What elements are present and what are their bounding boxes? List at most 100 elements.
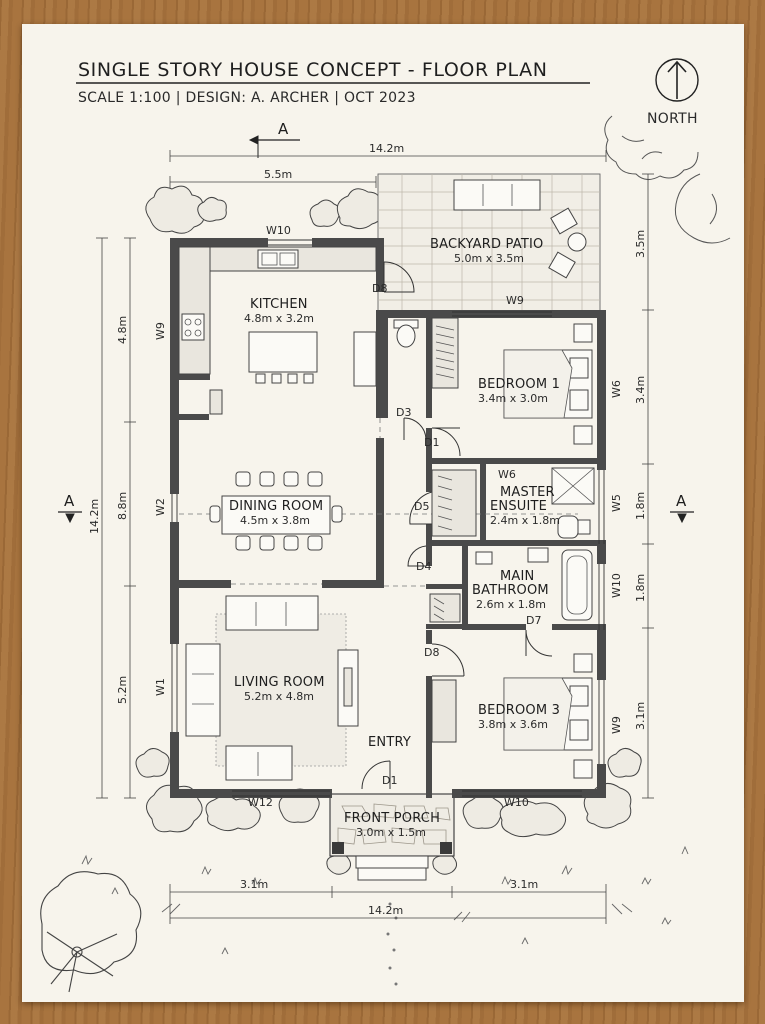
north-arrow-icon bbox=[655, 58, 699, 102]
window-label: W1 bbox=[154, 678, 167, 696]
plan-subtitle: SCALE 1:100 | DESIGN: A. ARCHER | OCT 20… bbox=[78, 90, 416, 106]
kitchen-name: KITCHEN bbox=[250, 297, 308, 312]
living-furniture bbox=[185, 595, 359, 781]
door-label: D1 bbox=[382, 774, 397, 787]
window-label: W2 bbox=[154, 498, 167, 516]
patio-sofa-icon bbox=[453, 179, 541, 211]
kitchen-sink-icon bbox=[257, 249, 299, 269]
bedroom3-furniture bbox=[431, 653, 593, 779]
bedroom1-name: BEDROOM 1 bbox=[478, 377, 560, 392]
entry-label: ENTRY bbox=[368, 735, 411, 750]
dim-right-5: 3.1m bbox=[634, 702, 647, 730]
dim-left-total: 14.2m bbox=[88, 499, 101, 534]
toilet-icon bbox=[475, 551, 493, 565]
dim-top-left: 5.5m bbox=[264, 168, 292, 181]
floor-plan-drawing: SINGLE STORY HOUSE CONCEPT - FLOOR PLAN … bbox=[40, 58, 731, 993]
section-label: A bbox=[64, 492, 75, 510]
door-label: D1 bbox=[424, 436, 439, 449]
ensuite-dims: 2.4m x 1.8m bbox=[490, 514, 560, 527]
porch-name: FRONT PORCH bbox=[344, 811, 440, 826]
dim-left-bot: 5.2m bbox=[116, 676, 129, 704]
tree-top-right-icon bbox=[604, 115, 731, 244]
window-label: W9 bbox=[154, 322, 167, 340]
plan-title: SINGLE STORY HOUSE CONCEPT - FLOOR PLAN bbox=[78, 59, 548, 81]
tree-bottom-left-icon bbox=[40, 871, 142, 993]
bathroom-fixtures bbox=[429, 547, 593, 623]
dim-right-1: 3.5m bbox=[634, 230, 647, 258]
dim-top-total: 14.2m bbox=[369, 142, 404, 155]
dim-right-2: 3.4m bbox=[634, 376, 647, 404]
window-label: W10 bbox=[504, 796, 529, 809]
section-label: A bbox=[676, 492, 687, 510]
patio-dims: 5.0m x 3.5m bbox=[454, 252, 524, 265]
dim-bottom-right: 3.1m bbox=[510, 878, 538, 891]
armchair-icon bbox=[225, 745, 293, 781]
bathroom-name-1: MAIN bbox=[500, 569, 534, 584]
window-label: W5 bbox=[610, 494, 623, 512]
ensuite-name-2: ENSUITE bbox=[490, 499, 547, 514]
window-label: W12 bbox=[248, 796, 273, 809]
wardrobe-icon bbox=[431, 317, 459, 389]
door-label: D3 bbox=[396, 406, 411, 419]
dim-right-3: 1.8m bbox=[634, 492, 647, 520]
ensuite-name-1: MASTER bbox=[500, 485, 555, 500]
door-label: D8 bbox=[424, 646, 439, 659]
window-label: W6 bbox=[498, 468, 516, 481]
door-label: D4 bbox=[416, 560, 431, 573]
dining-dims: 4.5m x 3.8m bbox=[240, 514, 310, 527]
dimension-lines bbox=[96, 150, 654, 924]
window-label: W9 bbox=[610, 716, 623, 734]
dim-bottom-total: 14.2m bbox=[368, 904, 403, 917]
bedroom1-dims: 3.4m x 3.0m bbox=[478, 392, 548, 405]
door-label: D8 bbox=[372, 282, 387, 295]
bathroom-dims: 2.6m x 1.8m bbox=[476, 598, 546, 611]
north-label: NORTH bbox=[647, 111, 698, 127]
cooktop-icon bbox=[181, 313, 205, 341]
dim-bottom-left: 3.1m bbox=[240, 878, 268, 891]
path-stones bbox=[386, 902, 398, 986]
drawing-sheet: SINGLE STORY HOUSE CONCEPT - FLOOR PLAN … bbox=[22, 24, 744, 1002]
patio-table-icon bbox=[567, 232, 587, 252]
toilet-icon bbox=[393, 319, 419, 348]
rug-icon bbox=[215, 613, 347, 767]
dim-left-mid: 8.8m bbox=[116, 492, 129, 520]
patio-chair-icon bbox=[550, 207, 578, 235]
door-label: D7 bbox=[526, 614, 541, 627]
window-label: W9 bbox=[506, 294, 524, 307]
section-label: A bbox=[278, 120, 289, 138]
patio-chair-icon bbox=[548, 251, 576, 279]
bedroom3-dims: 3.8m x 3.6m bbox=[478, 718, 548, 731]
living-dims: 5.2m x 4.8m bbox=[244, 690, 314, 703]
wardrobe-icon bbox=[431, 469, 477, 537]
window-label: W6 bbox=[610, 380, 623, 398]
patio-name: BACKYARD PATIO bbox=[430, 237, 543, 252]
porch-dims: 3.0m x 1.5m bbox=[356, 826, 426, 839]
ensuite-fixtures bbox=[551, 467, 595, 539]
toilet-icon bbox=[557, 515, 579, 539]
dining-table-icon bbox=[209, 471, 343, 551]
door-label: D5 bbox=[414, 500, 429, 513]
doors bbox=[361, 261, 553, 790]
kitchen-island-icon bbox=[248, 331, 318, 373]
living-name: LIVING ROOM bbox=[234, 675, 325, 690]
sofa-icon bbox=[185, 643, 221, 737]
wardrobe-icon bbox=[431, 679, 457, 743]
sofa-icon bbox=[225, 595, 319, 631]
fridge-icon bbox=[353, 331, 377, 387]
dim-right-4: 1.8m bbox=[634, 574, 647, 602]
bedroom1-furniture bbox=[431, 317, 593, 445]
dining-name: DINING ROOM bbox=[229, 499, 323, 514]
window-label: W10 bbox=[266, 224, 291, 237]
shrubs-icon bbox=[135, 185, 642, 875]
basin-icon bbox=[527, 547, 549, 563]
kitchen-dims: 4.8m x 3.2m bbox=[244, 312, 314, 325]
kitchen-fixtures bbox=[178, 246, 377, 415]
bathtub-icon bbox=[561, 549, 593, 621]
windows bbox=[171, 239, 605, 797]
dim-left-top: 4.8m bbox=[116, 316, 129, 344]
section-marker-icon bbox=[58, 135, 694, 524]
window-label: W10 bbox=[610, 573, 623, 598]
front-porch bbox=[329, 793, 455, 881]
bedroom3-name: BEDROOM 3 bbox=[478, 703, 560, 718]
grass-texture bbox=[81, 845, 689, 955]
